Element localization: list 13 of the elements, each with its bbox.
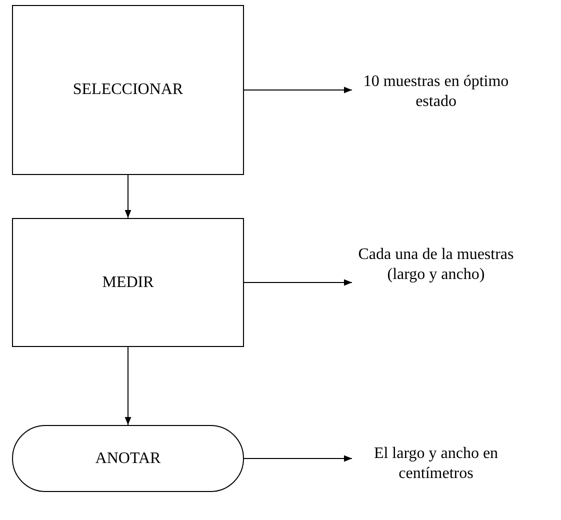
node-label: MEDIR xyxy=(102,274,154,292)
node-label: SELECCIONAR xyxy=(72,81,184,99)
output-text: El largo y ancho en centímetros xyxy=(372,444,500,484)
arrow xyxy=(244,279,352,286)
arrow xyxy=(124,174,132,218)
arrow xyxy=(244,455,352,462)
process-box xyxy=(12,5,244,175)
output-text: 10 muestras en óptimo estado xyxy=(362,72,510,112)
node-label: ANOTAR xyxy=(95,450,161,468)
arrow xyxy=(244,86,352,94)
output-text: Cada una de la muestras (largo y ancho) xyxy=(357,245,515,285)
arrow xyxy=(124,346,132,426)
process-box xyxy=(12,218,244,347)
